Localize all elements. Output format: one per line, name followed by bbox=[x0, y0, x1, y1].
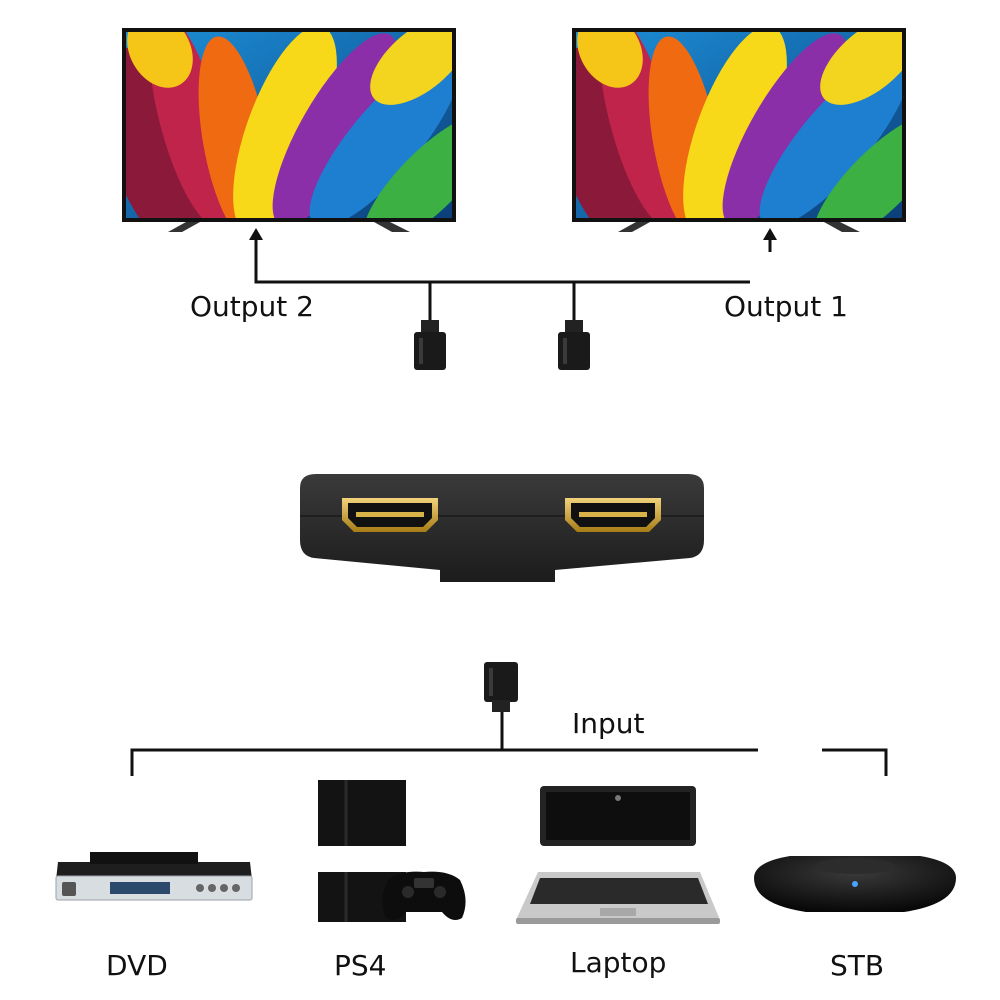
input-lines bbox=[130, 712, 888, 776]
output-1-label: Output 1 bbox=[724, 290, 848, 323]
device-label-dvd: DVD bbox=[106, 949, 168, 982]
output-2-label: Output 2 bbox=[190, 290, 314, 323]
feather-screen-image bbox=[576, 32, 902, 218]
ps4-console-icon bbox=[318, 780, 466, 922]
laptop-icon bbox=[516, 786, 720, 924]
hdmi-plug-left bbox=[414, 320, 446, 370]
hdmi-splitter bbox=[300, 474, 704, 582]
input-label: Input bbox=[572, 707, 645, 740]
hdmi-plug-input bbox=[484, 662, 518, 712]
arrow-up-output-1 bbox=[763, 228, 777, 240]
device-label-laptop: Laptop bbox=[570, 946, 667, 979]
hdmi-port-left bbox=[342, 498, 438, 532]
arrow-up-output-2 bbox=[249, 228, 263, 240]
device-label-ps4: PS4 bbox=[334, 949, 387, 982]
hdmi-port-right bbox=[565, 498, 661, 532]
hdmi-plug-right bbox=[558, 320, 590, 370]
output-lines bbox=[254, 240, 772, 322]
tv-output-1 bbox=[572, 28, 906, 232]
feather-screen-image bbox=[126, 32, 452, 218]
ps4-controller-icon bbox=[382, 871, 466, 920]
dvd-player-icon bbox=[55, 852, 253, 901]
set-top-box-icon bbox=[754, 856, 956, 912]
tv-output-2 bbox=[122, 28, 456, 232]
device-label-stb: STB bbox=[830, 949, 885, 982]
